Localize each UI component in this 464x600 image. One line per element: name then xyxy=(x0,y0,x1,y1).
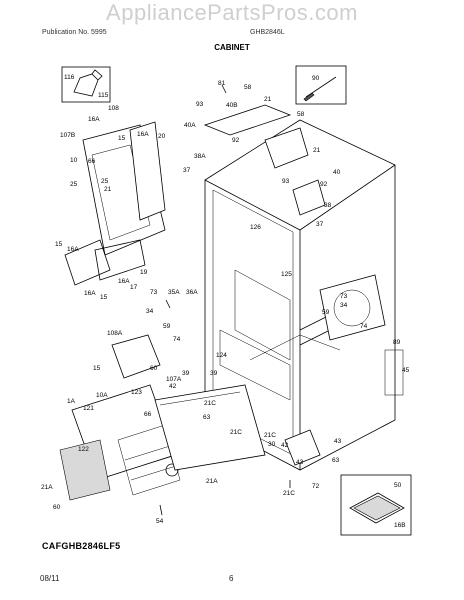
callout: 25 xyxy=(70,181,78,188)
callout: 93 xyxy=(282,178,290,185)
callout: 60 xyxy=(53,504,61,511)
callout: 21 xyxy=(313,147,321,154)
callout: 21A xyxy=(206,478,218,485)
callout: 59 xyxy=(322,309,330,316)
callout: 37 xyxy=(316,221,324,228)
callout: 63 xyxy=(203,414,211,421)
callout: 15 xyxy=(55,241,63,248)
callout: 81 xyxy=(218,80,226,87)
callout: 16A xyxy=(67,246,79,253)
callout: 21C xyxy=(230,429,242,436)
callout: 16A xyxy=(88,116,100,123)
callout: 21 xyxy=(104,186,112,193)
callout: 19 xyxy=(140,269,148,276)
callout: 40A xyxy=(184,122,196,129)
callout: 59 xyxy=(163,323,171,330)
callout: 116 xyxy=(64,74,75,81)
page-number: 6 xyxy=(229,574,234,583)
section-title: CABINET xyxy=(214,43,250,52)
callout: 34 xyxy=(340,302,348,309)
callout: 15 xyxy=(118,135,126,142)
callout: 122 xyxy=(78,446,89,453)
callout: 93 xyxy=(196,101,204,108)
footer-date: 08/11 xyxy=(40,574,60,583)
callout: 125 xyxy=(281,271,292,278)
callout: 16B xyxy=(394,522,406,529)
callout: 16A xyxy=(118,278,130,285)
callout: 108A xyxy=(107,330,123,337)
callout: 21C xyxy=(264,432,276,439)
callout: 35A xyxy=(168,289,180,296)
kick-plate xyxy=(154,384,266,471)
callout: 58 xyxy=(297,111,305,118)
callout: 16A xyxy=(84,290,96,297)
callout: 10A xyxy=(96,392,108,399)
callout: 74 xyxy=(173,336,181,343)
publication-number: Publication No. 5995 xyxy=(42,29,107,36)
model-code: CAFGHB2846LF5 xyxy=(42,541,121,551)
callout: 38 xyxy=(324,202,332,209)
callout: 43 xyxy=(334,438,342,445)
callout: 38A xyxy=(194,153,206,160)
callout: 123 xyxy=(131,389,142,396)
callout: 45 xyxy=(402,367,410,374)
callout: 63 xyxy=(332,457,340,464)
callout: 20 xyxy=(158,133,166,140)
callout: 92 xyxy=(320,181,328,188)
callout: 73 xyxy=(150,289,158,296)
callout: 90 xyxy=(312,75,320,82)
callout: 107A xyxy=(166,376,182,383)
callout: 43 xyxy=(296,459,304,466)
callout: 21A xyxy=(41,484,53,491)
callout-labels: 116 115 108 107B 16A 15 16A 20 10 66 25 … xyxy=(41,74,410,529)
callout: 66 xyxy=(144,411,152,418)
callout: 21C xyxy=(204,400,216,407)
callout: 107B xyxy=(60,132,75,139)
watermark: AppliancePartsPros.com xyxy=(106,0,358,25)
inset-box-hinge xyxy=(61,66,111,103)
callout: 37 xyxy=(183,167,191,174)
callout: 108 xyxy=(108,105,119,112)
callout: 60 xyxy=(150,365,158,372)
callout: 25 xyxy=(101,178,109,185)
callout: 72 xyxy=(312,483,320,490)
callout: 115 xyxy=(98,92,109,99)
callout: 17 xyxy=(130,284,138,291)
callout: 30 xyxy=(268,441,276,448)
callout: 1A xyxy=(67,398,76,405)
callout: 74 xyxy=(360,323,368,330)
callout: 42 xyxy=(281,442,289,449)
callout: 39 xyxy=(182,370,190,377)
callout: 50 xyxy=(394,482,402,489)
callout: 39 xyxy=(210,370,218,377)
callout: 124 xyxy=(216,352,227,359)
callout: 40 xyxy=(333,169,341,176)
callout: 15 xyxy=(93,365,101,372)
callout: 16A xyxy=(137,131,149,138)
inset-box-tool xyxy=(295,65,347,105)
callout: 58 xyxy=(244,84,252,91)
callout: 92 xyxy=(232,137,240,144)
callout: 10 xyxy=(70,157,78,164)
callout: 21C xyxy=(283,490,295,497)
callout: 21 xyxy=(264,96,272,103)
callout: 126 xyxy=(250,224,261,231)
callout: 36A xyxy=(186,289,198,296)
callout: 40B xyxy=(226,102,238,109)
model-header: GHB2846L xyxy=(250,29,285,36)
callout: 66 xyxy=(88,158,96,165)
inset-box-manual xyxy=(340,474,412,536)
callout: 73 xyxy=(340,293,348,300)
callout: 34 xyxy=(146,308,154,315)
callout: 54 xyxy=(156,518,164,525)
callout: 121 xyxy=(83,405,94,412)
callout: 42 xyxy=(169,383,177,390)
callout: 89 xyxy=(393,339,401,346)
callout: 15 xyxy=(100,294,108,301)
